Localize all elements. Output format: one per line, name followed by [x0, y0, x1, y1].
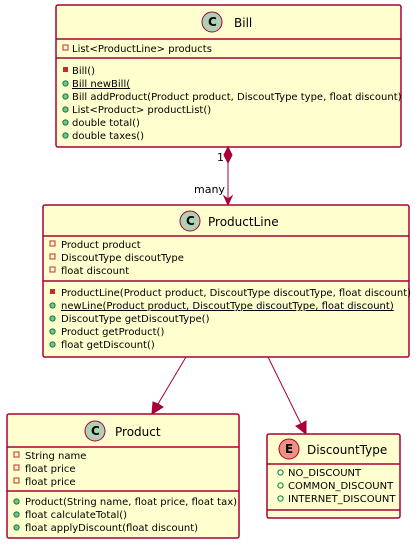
class-c-icon	[179, 210, 201, 232]
method-row: float getDiscount()	[49, 340, 155, 351]
class-c-icon	[201, 11, 223, 33]
method-row: Bill newBill(	[62, 79, 130, 90]
method-text: Product getProduct()	[61, 327, 164, 338]
class-name: Product	[115, 425, 161, 439]
source-multiplicity: 1	[217, 151, 224, 164]
method-text: float getDiscount()	[61, 340, 155, 351]
method-text: List<Product> productList()	[72, 105, 211, 116]
private-marker-icon	[49, 240, 56, 247]
method-row: ProductLine(Product product, DiscoutType…	[50, 288, 411, 299]
method-row: List<Product> productList()	[62, 105, 211, 116]
field-row: Product product	[49, 240, 141, 251]
enum-value-row: INTERNET_DISCOUNT	[277, 494, 396, 505]
public-marker-icon	[13, 524, 20, 531]
public-marker-icon	[62, 132, 69, 139]
private-marker-icon	[49, 253, 56, 260]
method-row: double total()	[62, 118, 140, 129]
field-row: DiscoutType discoutType	[49, 253, 184, 264]
field-text: DiscoutType discoutType	[61, 253, 184, 264]
target-multiplicity: many	[194, 183, 225, 196]
class-badge-letter: C	[208, 15, 217, 29]
method-text: float calculateTotal()	[25, 510, 127, 521]
method-row: Bill()	[63, 66, 95, 77]
public-marker-icon	[49, 328, 56, 335]
field-row: float discount	[49, 266, 129, 277]
class-discounttype: E DiscountType NO_DISCOUNT COMMON_DISCOU…	[266, 433, 401, 519]
enum-value-row: COMMON_DISCOUNT	[277, 481, 394, 492]
class-badge-letter: E	[285, 442, 293, 456]
method-text: Bill()	[72, 66, 95, 77]
relation-productline-discounttype	[267, 356, 307, 436]
method-text: DiscoutType getDiscoutType()	[61, 314, 210, 325]
field-text: Product product	[61, 240, 141, 251]
field-text: List<ProductLine> products	[72, 44, 212, 55]
arrow-head-icon	[151, 401, 164, 415]
method-row: Product getProduct()	[49, 327, 164, 338]
private-marker-icon	[13, 464, 20, 471]
class-name: Bill	[234, 16, 252, 30]
public-marker-icon	[13, 498, 20, 505]
method-text: double taxes()	[72, 131, 144, 142]
method-row: DiscoutType getDiscoutType()	[49, 314, 210, 325]
method-row: newLine(Product product, DiscoutType dis…	[49, 301, 394, 312]
class-c-icon	[84, 420, 106, 442]
enum-e-icon	[278, 438, 300, 460]
public-marker-icon	[49, 315, 56, 322]
relation-productline-product	[151, 356, 187, 415]
method-text: newLine(Product product, DiscoutType dis…	[61, 301, 394, 312]
method-row: double taxes()	[62, 131, 144, 142]
public-marker-icon	[13, 511, 20, 518]
public-marker-icon	[277, 482, 284, 489]
method-text: double total()	[72, 118, 140, 129]
field-row: float price	[13, 477, 76, 488]
private-marker-icon	[13, 451, 20, 458]
method-text: Product(String name, float price, float …	[25, 497, 237, 508]
enum-value-text: NO_DISCOUNT	[288, 468, 362, 479]
public-marker-icon	[277, 469, 284, 476]
method-text: Bill addProduct(Product product, Discout…	[72, 92, 402, 103]
class-product: C Product String name float price float …	[6, 413, 240, 539]
field-row: float price	[13, 464, 76, 475]
field-text: float discount	[61, 266, 129, 277]
public-marker-icon	[49, 302, 56, 309]
arrow-head-icon	[295, 420, 307, 436]
class-bill: C Bill List<ProductLine> products Bill()…	[55, 4, 402, 148]
private-marker-icon	[13, 477, 20, 484]
public-marker-icon	[62, 119, 69, 126]
field-text: String name	[25, 451, 86, 462]
field-text: float price	[25, 477, 76, 488]
field-row: String name	[13, 451, 86, 462]
method-row: float applyDiscount(float discount)	[13, 523, 198, 534]
class-name: ProductLine	[208, 215, 279, 229]
arrow-head-icon	[222, 194, 234, 207]
public-marker-icon	[62, 106, 69, 113]
method-row: Product(String name, float price, float …	[13, 497, 237, 508]
class-badge-letter: C	[91, 424, 100, 438]
method-row: Bill addProduct(Product product, Discout…	[62, 92, 402, 103]
field-row: List<ProductLine> products	[62, 44, 212, 55]
enum-value-text: INTERNET_DISCOUNT	[288, 494, 396, 505]
private-marker-icon	[62, 44, 69, 51]
public-marker-icon	[62, 93, 69, 100]
enum-value-row: NO_DISCOUNT	[277, 468, 362, 479]
class-productline: C ProductLine Product product DiscoutTyp…	[42, 204, 411, 358]
method-row: float calculateTotal()	[13, 510, 127, 521]
method-text: Bill newBill(	[72, 79, 130, 90]
relation-bill-productline: 1 many	[194, 145, 234, 207]
class-badge-letter: C	[186, 214, 195, 228]
public-marker-icon	[277, 495, 284, 502]
public-marker-icon	[49, 341, 56, 348]
private-marker-icon	[50, 289, 55, 294]
field-text: float price	[25, 464, 76, 475]
method-text: float applyDiscount(float discount)	[25, 523, 198, 534]
private-marker-icon	[63, 67, 68, 72]
method-text: ProductLine(Product product, DiscoutType…	[61, 288, 411, 299]
class-name: DiscountType	[307, 443, 387, 457]
composition-diamond-icon	[223, 145, 233, 165]
private-marker-icon	[49, 266, 56, 273]
public-marker-icon	[62, 80, 69, 87]
enum-value-text: COMMON_DISCOUNT	[288, 481, 394, 492]
